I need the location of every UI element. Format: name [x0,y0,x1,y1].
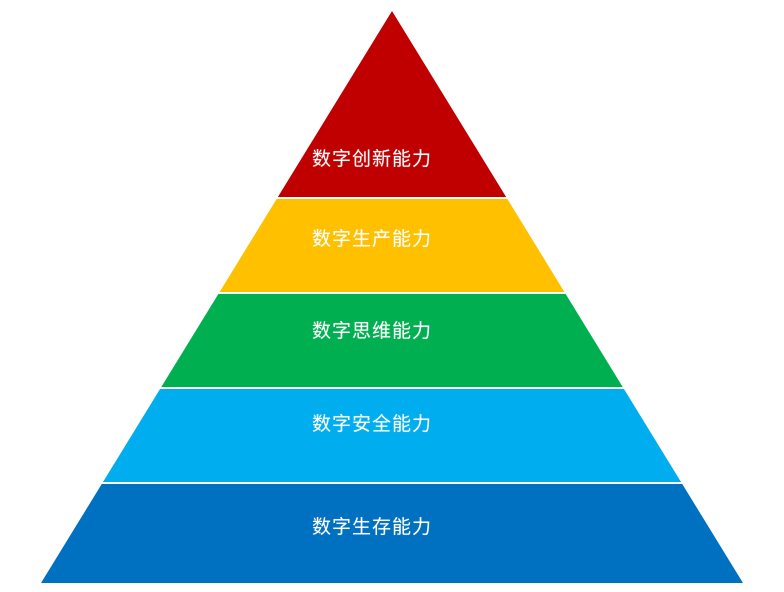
pyramid-tier-2 [219,199,565,292]
pyramid-tier-4 [102,389,682,482]
tier-label-digital-production: 数字生产能力 [312,228,433,250]
tier-label-digital-survival: 数字生存能力 [312,516,433,538]
tier-label-digital-security: 数字安全能力 [312,413,433,435]
tier-label-digital-innovation: 数字创新能力 [312,148,433,170]
pyramid-tier-1 [277,11,507,197]
pyramid-tier-5 [41,484,743,583]
tier-label-digital-thinking: 数字思维能力 [312,320,433,342]
pyramid-tier-3 [161,294,623,387]
